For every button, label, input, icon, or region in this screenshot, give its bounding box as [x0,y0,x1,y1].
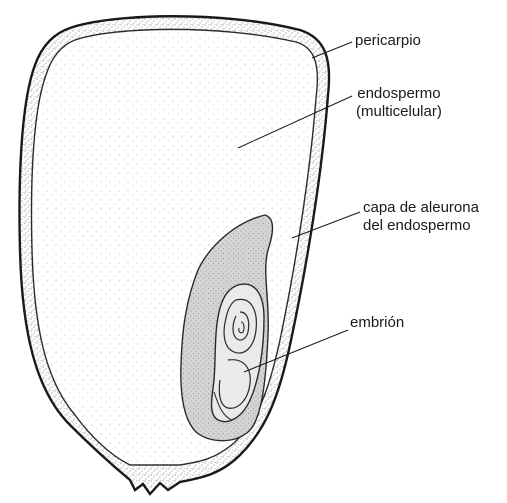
label-aleurone: capa de aleurona del endospermo [363,199,479,235]
label-endosperm: endospermo (multicelular) [356,85,442,121]
label-aleurone-line2: del endospermo [363,217,479,235]
label-pericarp: pericarpio [355,32,421,50]
label-endosperm-line2: (multicelular) [356,103,442,121]
label-aleurone-line1: capa de aleurona [363,199,479,217]
label-endosperm-line1: endospermo [356,85,442,103]
label-embryo: embrión [350,314,404,332]
